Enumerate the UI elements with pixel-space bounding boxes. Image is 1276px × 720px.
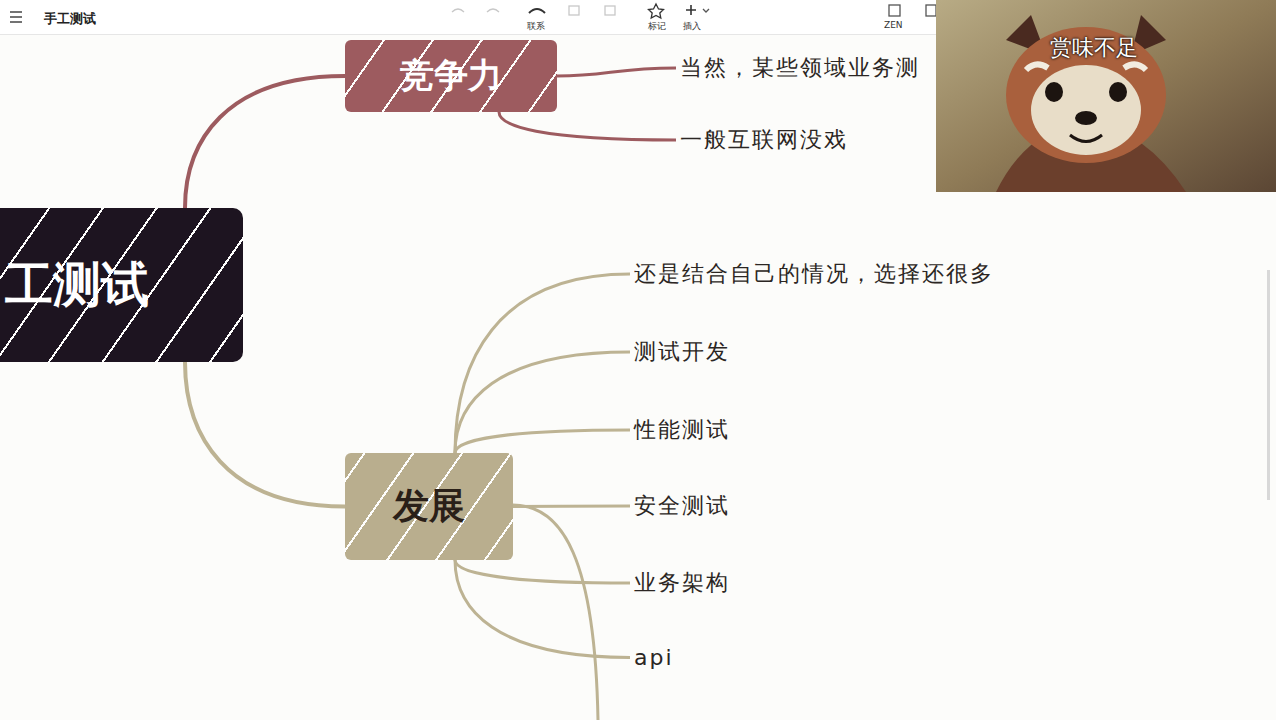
branch-connector <box>455 430 630 453</box>
topic-text: 业务架构 <box>634 568 730 598</box>
topic-text: 发展 <box>393 482 465 531</box>
toolbar-label: 联系 <box>527 20 545 33</box>
branch-connector <box>557 68 676 76</box>
branch-connector <box>455 560 630 583</box>
scrollbar <box>1267 270 1270 500</box>
branch-connector <box>455 560 630 658</box>
branch-connector <box>455 352 630 453</box>
topic-text: 还是结合自己的情况，选择还很多 <box>634 259 994 289</box>
toolbar-label: 标记 <box>648 20 666 33</box>
sub-topic: 业务架构 <box>630 566 734 600</box>
toolbar-icons <box>452 4 936 18</box>
topic-text: api <box>634 645 674 670</box>
topic-text: 安全测试 <box>634 491 730 521</box>
sub-topic: 一般互联网没戏 <box>676 123 852 157</box>
branch-line <box>513 505 598 720</box>
video-overlay <box>936 0 1276 192</box>
topic-text: 测试开发 <box>634 337 730 367</box>
central-topic: 工测试 <box>0 208 243 362</box>
topic-text: 一般互联网没戏 <box>680 125 848 155</box>
sub-topic: 还是结合自己的情况，选择还很多 <box>630 257 998 291</box>
branch-connector <box>185 362 345 507</box>
red-panda-picture <box>936 0 1276 192</box>
topic-text: 性能测试 <box>634 415 730 445</box>
menu-icon <box>10 12 22 22</box>
branch-connector <box>513 505 630 509</box>
topic-text: 工测试 <box>5 253 149 317</box>
toolbar-label: 插入 <box>683 20 701 33</box>
branch-connector <box>185 76 345 208</box>
branch-connector <box>499 112 676 140</box>
topic-text: 竞争力 <box>400 53 502 99</box>
sub-topic: 安全测试 <box>630 489 734 523</box>
sub-topic: api <box>630 643 678 672</box>
topic-text: 当然，某些领域业务测 <box>680 53 920 83</box>
branch-connector <box>455 274 630 453</box>
video-caption: 赏味不足 <box>1050 33 1138 63</box>
main-topic: 竞争力 <box>345 40 557 112</box>
toolbar-label: ZEN <box>884 20 903 30</box>
sub-topic: 测试开发 <box>630 335 734 369</box>
sub-topic: 当然，某些领域业务测 <box>676 51 924 85</box>
document-title: 手工测试 <box>44 10 96 28</box>
sub-topic: 性能测试 <box>630 413 734 447</box>
main-topic: 发展 <box>345 453 513 560</box>
